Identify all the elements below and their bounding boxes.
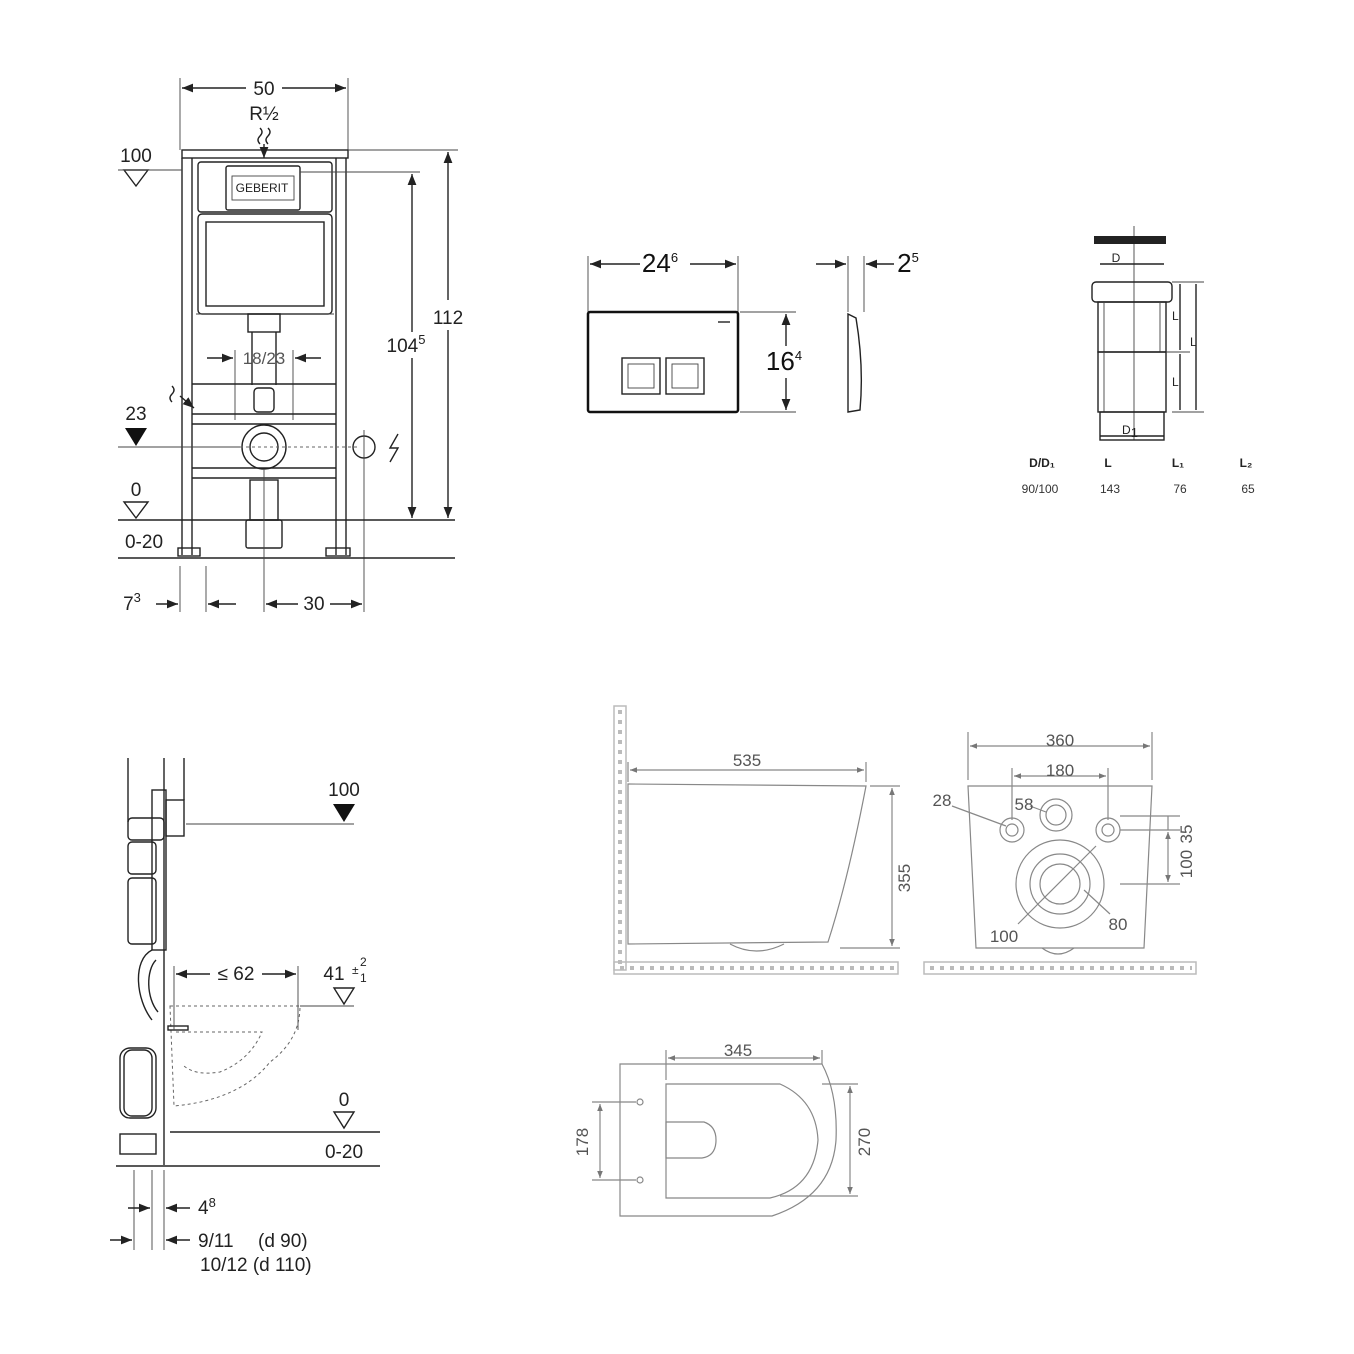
plate-height-sup: 4: [795, 348, 802, 363]
level-floor-label: 0: [131, 480, 142, 501]
toilet-top-view: 345 270 178: [573, 1041, 874, 1217]
toilet-back-view: 360 180 28 58 35 100 100 80: [923, 731, 1197, 975]
connector-view: D D1 L L L D/D₁ L L₁ L₂ 90/100 143 76 65: [1022, 226, 1255, 496]
svg-text:25: 25: [897, 248, 919, 278]
bolt-spacing-label: 18/23: [243, 349, 286, 368]
toilet-height-label: 355: [895, 864, 914, 892]
table-header-l1: L₁: [1172, 456, 1184, 470]
back-width-label: 360: [1046, 731, 1074, 750]
side-offset-b1-label: 9/11: [198, 1231, 234, 1252]
side-depth-label: ≤ 62: [218, 964, 255, 985]
table-header-l: L: [1104, 456, 1111, 470]
table-header-d: D/D₁: [1029, 456, 1055, 470]
height-total-label: 112: [433, 308, 463, 329]
plate-depth-label: 2: [897, 248, 911, 278]
table-cell-l2: 65: [1241, 482, 1255, 496]
frame-side-view: 100 ≤ 62 41 ± 2 1 0 0-20 48 9/11 (d 90) …: [110, 758, 380, 1276]
svg-text:1045: 1045: [387, 332, 426, 357]
connector-d1-sub: 1: [1131, 425, 1138, 440]
brand-label: GEBERIT: [236, 181, 289, 195]
connector-l1-label: L: [1172, 309, 1179, 323]
table-cell-l1: 76: [1173, 482, 1187, 496]
toilet-length-label: 535: [733, 751, 761, 770]
frame-width-label: 50: [253, 79, 274, 100]
connector-l2-label: L: [1172, 375, 1179, 389]
flush-plate-view: 246 164 25: [586, 248, 919, 414]
svg-text:164: 164: [766, 346, 802, 376]
offset-left-sup: 3: [134, 590, 141, 605]
plate-width-sup: 6: [671, 250, 678, 265]
side-floor-range-label: 0-20: [325, 1142, 363, 1163]
seat-tol-plus-val: 2: [360, 955, 367, 969]
table-cell-l: 143: [1100, 482, 1120, 496]
connector-l-label: L: [1190, 335, 1197, 349]
seat-tol-minus-val: 1: [360, 971, 367, 985]
height-inner-sup: 5: [418, 332, 425, 347]
table-header-l2: L₂: [1240, 456, 1253, 470]
seat-tol-plus: ±: [352, 963, 359, 977]
connector-d1-label: D: [1122, 423, 1131, 437]
top-bolt-spacing-label: 178: [573, 1128, 592, 1156]
svg-text:246: 246: [642, 248, 678, 278]
connector-d-label: D: [1112, 251, 1121, 265]
svg-text:73: 73: [123, 590, 141, 615]
back-d-80-label: 80: [1109, 915, 1128, 934]
back-offset-35-label: 35: [1177, 825, 1196, 844]
table-cell-d: 90/100: [1022, 482, 1059, 496]
floor-range-label: 0-20: [125, 532, 163, 553]
connection-label: R½: [249, 104, 279, 125]
side-offset-b1-note: (d 90): [258, 1231, 308, 1252]
top-width-label: 270: [855, 1128, 874, 1156]
back-offset-100-label: 100: [1177, 850, 1196, 878]
side-level-top-label: 100: [328, 780, 360, 801]
offset-left-label: 7: [123, 594, 134, 615]
offset-right-label: 30: [303, 594, 324, 615]
toilet-side-view: 535 355: [613, 705, 914, 975]
side-offset-a-label: 4: [198, 1198, 209, 1219]
height-inner-label: 104: [387, 336, 419, 357]
side-offset-b2-label: 10/12 (d 110): [200, 1255, 312, 1276]
side-offset-a-sup: 8: [209, 1195, 216, 1210]
back-d-outlet-big-label: 100: [990, 927, 1018, 946]
level-mid-label: 23: [125, 404, 146, 425]
side-level-floor-label: 0: [339, 1090, 350, 1111]
plate-height-label: 16: [766, 346, 795, 376]
svg-text:D1: D1: [1122, 423, 1138, 440]
svg-text:48: 48: [198, 1195, 216, 1219]
plate-depth-sup: 5: [912, 250, 919, 265]
plate-width-label: 24: [642, 248, 671, 278]
back-d-inlet-label: 58: [1015, 795, 1034, 814]
frame-front-view: 50 R½ GEBERIT 18/23: [118, 78, 463, 615]
top-length-label: 345: [724, 1041, 752, 1060]
seat-height-label: 41: [323, 964, 344, 985]
back-d-outlet-label: 28: [933, 791, 952, 810]
level-top-label: 100: [120, 146, 152, 167]
back-bolt-spacing-label: 180: [1046, 761, 1074, 780]
